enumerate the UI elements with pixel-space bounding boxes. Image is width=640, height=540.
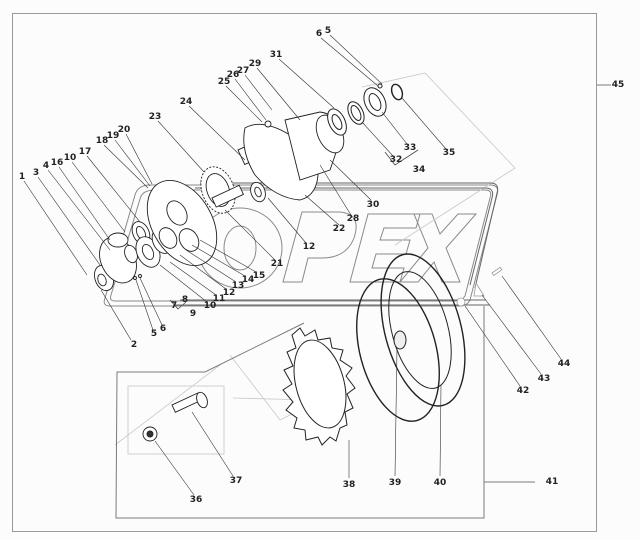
callout-6: 6: [159, 324, 167, 334]
planet-gear: [200, 166, 245, 214]
callout-7: 7: [170, 301, 178, 311]
callout-13: 13: [231, 281, 245, 291]
callout-43: 43: [537, 374, 551, 384]
small-parts-42-44: [456, 266, 503, 307]
callout-22: 22: [332, 224, 346, 234]
callout-16: 16: [50, 158, 64, 168]
callout-26: 26: [226, 70, 240, 80]
seal-rings: [327, 83, 404, 136]
callout-18: 18: [95, 136, 109, 146]
watermark-logo: [103, 184, 499, 307]
callout-32: 32: [389, 155, 403, 165]
callout-5b: 5: [324, 26, 332, 36]
sprocket: [282, 327, 356, 446]
fastener-detail-box: [127, 385, 225, 455]
callout-45: 45: [611, 80, 625, 90]
callout-25: 25: [217, 77, 231, 87]
callout-2: 2: [130, 340, 138, 350]
leader-lines: [23, 34, 562, 496]
callout-31: 31: [269, 50, 283, 60]
callout-39: 39: [388, 478, 402, 488]
callout-8: 8: [181, 295, 189, 305]
callout-35: 35: [442, 148, 456, 158]
callout-33: 33: [403, 143, 417, 153]
hub: [356, 253, 466, 422]
callout-29: 29: [248, 59, 262, 69]
callout-37: 37: [229, 476, 243, 486]
callout-42: 42: [516, 386, 530, 396]
callout-6b: 6: [315, 29, 323, 39]
callout-24: 24: [179, 97, 193, 107]
callout-4: 4: [42, 161, 50, 171]
callout-23: 23: [148, 112, 162, 122]
callout-27: 27: [236, 66, 250, 76]
callout-3: 3: [32, 168, 40, 178]
callout-15: 15: [252, 271, 266, 281]
callout-34: 34: [412, 165, 426, 175]
callout-12: 12: [222, 288, 236, 298]
callout-10: 10: [63, 153, 77, 163]
fasteners: [142, 391, 208, 442]
callout-17: 17: [78, 147, 92, 157]
callout-10b: 10: [203, 301, 217, 311]
callout-38: 38: [342, 480, 356, 490]
carrier-plate: [146, 179, 218, 267]
callout-40: 40: [433, 478, 447, 488]
callout-1: 1: [18, 172, 26, 182]
callout-5: 5: [150, 329, 158, 339]
callout-19: 19: [106, 131, 120, 141]
callout-12b: 12: [302, 242, 316, 252]
subassembly-frame-41: [115, 306, 535, 519]
callout-11: 11: [212, 294, 226, 304]
callout-28: 28: [346, 214, 360, 224]
callout-36: 36: [189, 495, 203, 505]
assembly-frame-45: [12, 13, 597, 532]
callout-20: 20: [117, 125, 131, 135]
callout-9: 9: [189, 309, 197, 319]
callout-41: 41: [545, 477, 559, 487]
callout-30: 30: [366, 200, 380, 210]
callout-44: 44: [557, 359, 571, 369]
callout-21: 21: [270, 259, 284, 269]
callout-14: 14: [241, 275, 255, 285]
